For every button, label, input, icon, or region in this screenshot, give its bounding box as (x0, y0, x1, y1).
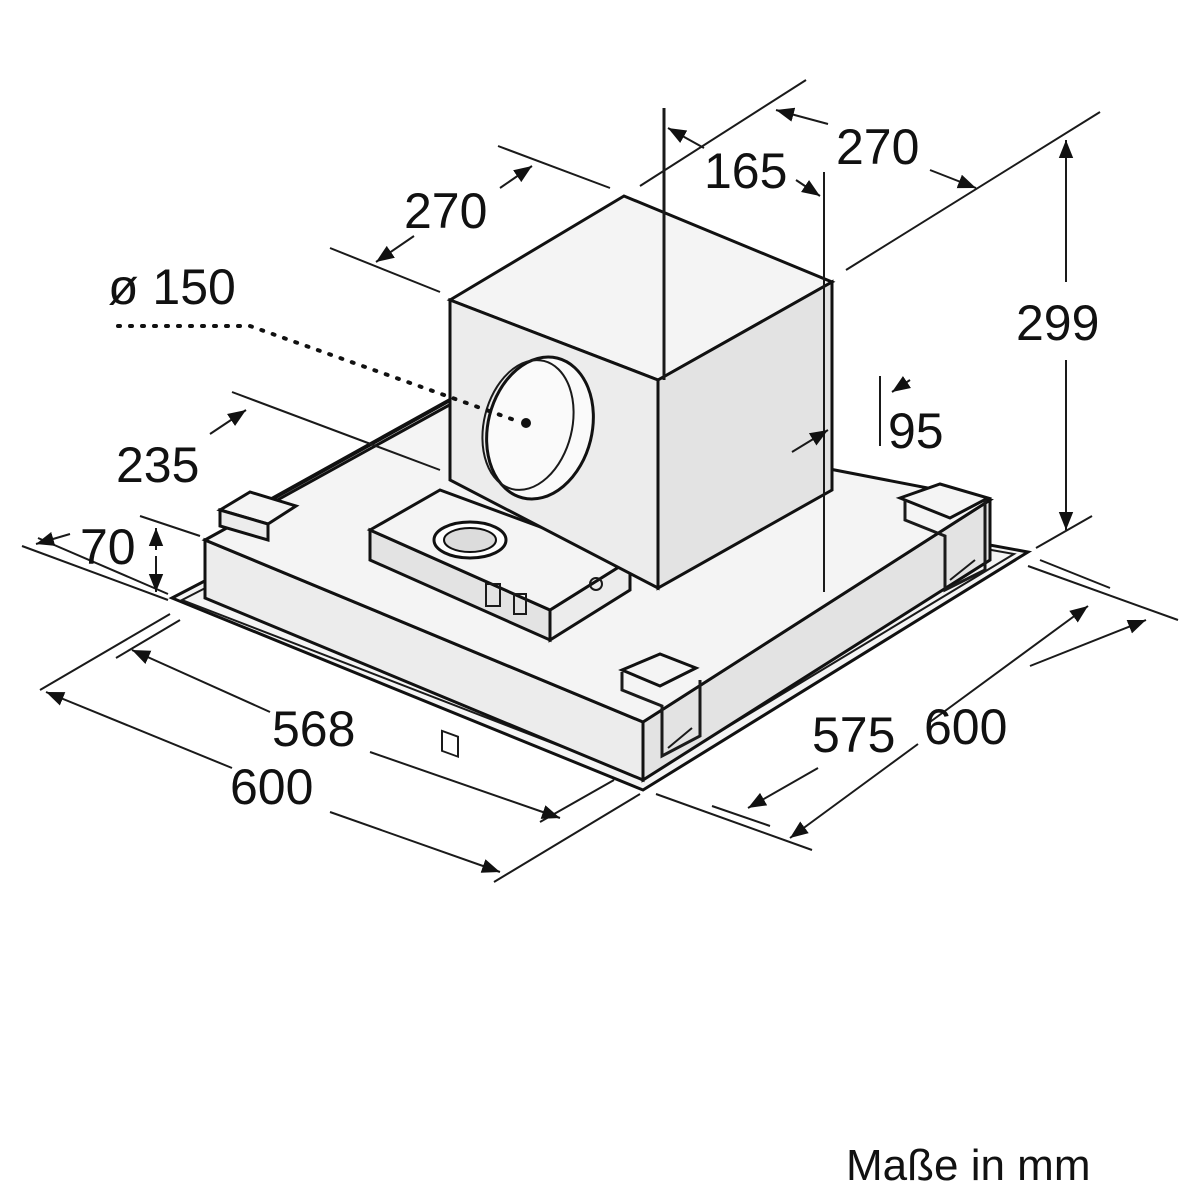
label-duct-width-left: 270 (404, 183, 487, 239)
label-frame-height: 70 (80, 519, 136, 575)
label-outer-depth: 600 (924, 699, 1007, 755)
label-duct-depth-offset: 95 (888, 403, 944, 459)
units-note: Maße in mm (846, 1141, 1090, 1190)
label-total-height: 299 (1016, 295, 1099, 351)
label-duct-width-right: 270 (836, 119, 919, 175)
motor-unit (366, 488, 634, 759)
bracket-front (618, 652, 702, 759)
label-outer-width: 600 (230, 759, 313, 815)
label-duct-offset: 165 (704, 143, 787, 199)
label-inner-width: 568 (272, 701, 355, 757)
diameter-leader (116, 324, 522, 424)
bracket-right-back (895, 482, 992, 593)
label-duct-diameter: ø 150 (108, 259, 236, 315)
bracket-left-back (216, 490, 300, 542)
label-inner-depth: 575 (812, 707, 895, 763)
duct-box (446, 108, 836, 591)
duct-side (656, 279, 834, 591)
outlet-ring (485, 355, 595, 501)
dimension-lines (21, 79, 1179, 883)
diameter-leader-dot (521, 418, 531, 428)
label-side-offset: 235 (116, 437, 199, 493)
